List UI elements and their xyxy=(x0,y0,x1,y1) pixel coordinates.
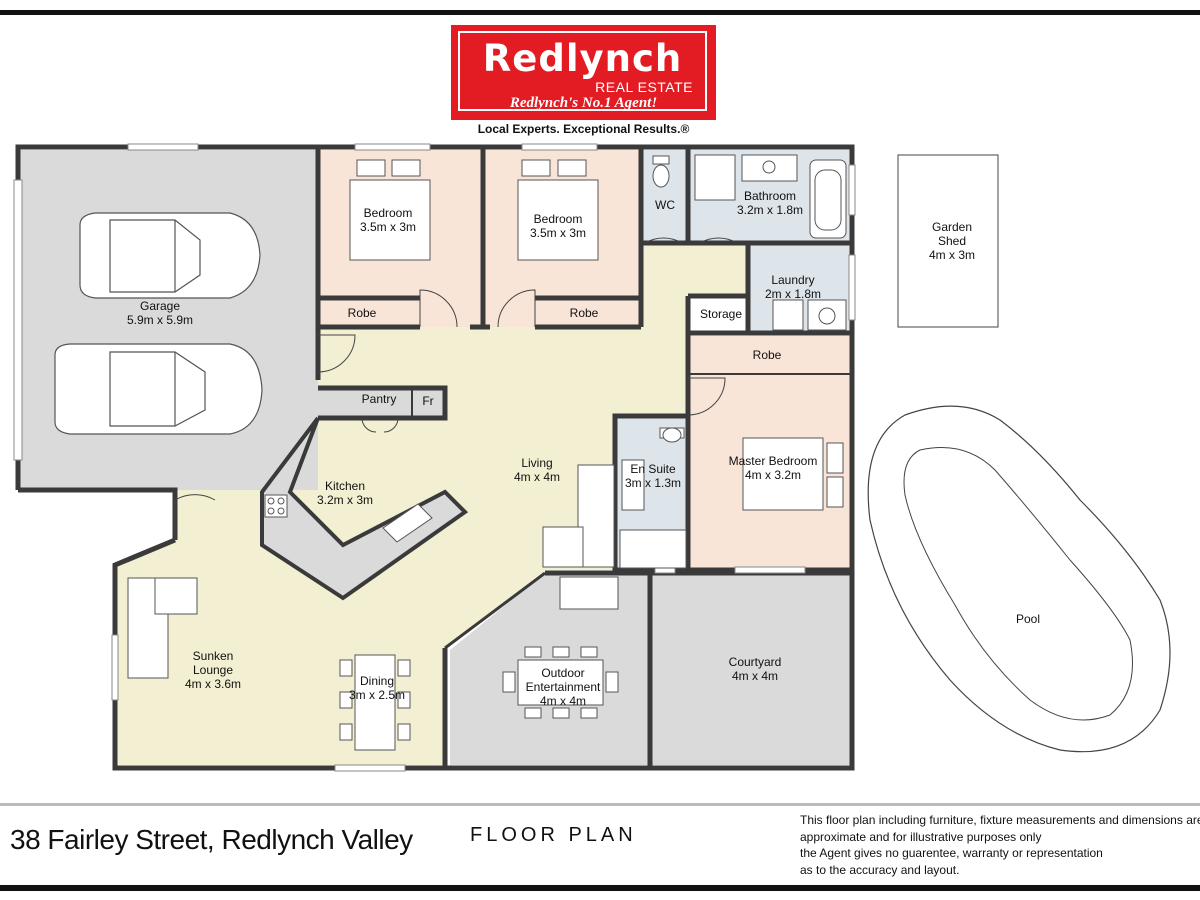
floor-plan-title: FLOOR PLAN xyxy=(470,824,637,846)
living-label: Living xyxy=(521,456,552,470)
pool-inner-outline xyxy=(903,447,1133,721)
garage-label: Garage xyxy=(140,299,180,313)
courtyard-label: Courtyard xyxy=(729,655,782,669)
bedroom-1-size: 3.5m x 3m xyxy=(360,220,416,234)
robe-1-label: Robe xyxy=(348,306,377,320)
robe-3-label: Robe xyxy=(753,348,782,362)
bed-icon-1 xyxy=(349,159,431,261)
lounge-size: 4m x 3.6m xyxy=(185,677,241,691)
outdoor-label: Outdoor xyxy=(541,666,584,680)
doors xyxy=(174,237,738,540)
disclaimer: This floor plan including furniture, fix… xyxy=(800,812,1200,878)
shed-size: 4m x 3m xyxy=(929,248,975,262)
wc-floor xyxy=(642,150,688,243)
outdoor-table-icon xyxy=(502,646,619,719)
footer-divider xyxy=(0,803,1200,806)
courtyard-floor xyxy=(650,573,852,765)
bedroom-2-size: 3.5m x 3m xyxy=(530,226,586,240)
shed-label: Garden xyxy=(932,220,972,234)
bath-fixtures xyxy=(619,154,847,569)
property-address: 38 Fairley Street, Redlynch Valley xyxy=(10,824,413,855)
master-bedroom-size: 4m x 3.2m xyxy=(745,468,801,482)
kitchen-fixtures xyxy=(264,494,619,610)
shed-label-2: Shed xyxy=(938,234,966,248)
courtyard-size: 4m x 4m xyxy=(732,669,778,683)
sofa-icon xyxy=(127,464,615,679)
garage-size: 5.9m x 5.9m xyxy=(127,313,193,327)
laundry-size: 2m x 1.8m xyxy=(765,287,821,301)
dining-size: 3m x 2.5m xyxy=(349,688,405,702)
logo-name: Redlynch xyxy=(482,37,683,80)
laundry-label: Laundry xyxy=(771,273,814,287)
fridge-label: Fr xyxy=(422,394,433,408)
wc-label: WC xyxy=(655,198,675,212)
logo-slogan: Local Experts. Exceptional Results.® xyxy=(477,122,690,136)
outdoor-label-2: Entertainment xyxy=(526,680,601,694)
pool-label: Pool xyxy=(1016,612,1040,626)
ensuite-size: 3m x 1.3m xyxy=(625,476,681,490)
car-icon-top xyxy=(79,212,261,299)
bedroom-2-label: Bedroom xyxy=(534,212,583,226)
pantry-label: Pantry xyxy=(362,392,397,406)
dining-label: Dining xyxy=(360,674,394,688)
outdoor-size: 4m x 4m xyxy=(540,694,586,708)
logo-sub: REAL ESTATE xyxy=(595,79,693,95)
disclaimer-line: This floor plan including furniture, fix… xyxy=(800,813,1200,827)
bathroom-label: Bathroom xyxy=(744,189,796,203)
car-icon-bottom xyxy=(54,343,263,435)
disclaimer-line: approximate and for illustrative purpose… xyxy=(800,829,1042,844)
kitchen-label: Kitchen xyxy=(325,479,365,493)
disclaimer-line: as to the accuracy and layout. xyxy=(800,862,960,877)
disclaimer-line: the Agent gives no guarentee, warranty o… xyxy=(800,846,1103,860)
bottom-border-bar xyxy=(0,885,1200,891)
top-border-bar xyxy=(0,10,1200,15)
robe-3-floor xyxy=(688,336,850,374)
ensuite-label: En Suite xyxy=(630,462,676,476)
storage-label: Storage xyxy=(700,307,742,321)
redlynch-logo: Redlynch REAL ESTATE Redlynch's No.1 Age… xyxy=(451,25,716,120)
robe-2-label: Robe xyxy=(570,306,599,320)
bed-icon-2 xyxy=(517,159,599,261)
living-size: 4m x 4m xyxy=(514,470,560,484)
logo-tagline: Redlynch's No.1 Agent! xyxy=(509,95,658,111)
bedroom-1-label: Bedroom xyxy=(364,206,413,220)
storage-floor xyxy=(688,296,748,333)
master-bedroom-label: Master Bedroom xyxy=(729,454,818,468)
kitchen-size: 3.2m x 3m xyxy=(317,493,373,507)
garden-shed-outline xyxy=(897,154,999,328)
lounge-label-2: Lounge xyxy=(193,663,233,677)
dining-table-icon xyxy=(339,654,411,751)
bathroom-size: 3.2m x 1.8m xyxy=(737,203,803,217)
lounge-label: Sunken xyxy=(193,649,234,663)
logo-frame: Redlynch REAL ESTATE xyxy=(458,31,707,111)
bed-icon-master xyxy=(742,437,844,511)
